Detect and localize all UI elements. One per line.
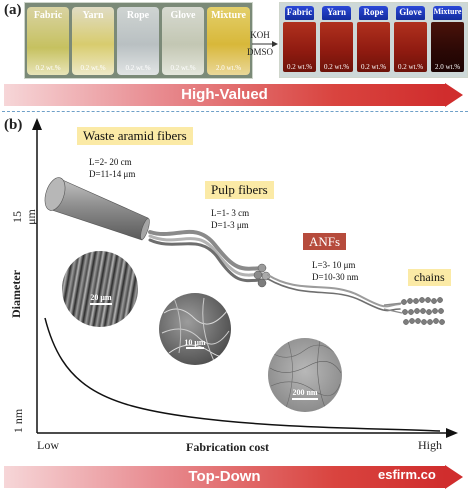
anf-texture bbox=[269, 340, 342, 411]
jar-concentration: 0.2 wt.% bbox=[170, 64, 196, 72]
jar-label: Glove bbox=[170, 10, 196, 21]
jar-rope-after: Rope 0.2 wt.% bbox=[356, 6, 391, 74]
jar-glove-before: Glove 0.2 wt.% bbox=[162, 7, 204, 75]
scale-label: 10 μm bbox=[184, 338, 206, 347]
high-valued-banner bbox=[4, 84, 445, 106]
panel-b-label: (b) bbox=[4, 117, 23, 133]
jar-concentration: 0.2 wt.% bbox=[323, 63, 350, 71]
pulp-fiber-strands bbox=[148, 229, 271, 288]
stage-dims-anfs: L=3- 10 μm D=10-30 nm bbox=[312, 260, 359, 282]
sem-image-pulp-fibers: 10 μm bbox=[159, 293, 231, 365]
jar-rope-before: Rope 0.2 wt.% bbox=[117, 7, 159, 75]
jar-label: Fabric bbox=[286, 7, 313, 17]
reagent-bottom-label: DMSO bbox=[246, 47, 273, 57]
sem-image-anfs: 200 nm bbox=[268, 338, 342, 412]
jar-fabric-after: Fabric 0.2 wt.% bbox=[282, 6, 317, 74]
jar-mixture-after: Mixture 2.0 wt.% bbox=[430, 6, 465, 74]
after-dissolution-photo: Fabric 0.2 wt.% Yarn 0.2 wt.% Rope 0.2 w… bbox=[279, 2, 468, 78]
jar-concentration: 0.2 wt.% bbox=[80, 64, 106, 72]
polymer-chains bbox=[383, 297, 445, 325]
stage-label-chains: chains bbox=[408, 269, 451, 286]
jar-label: Mixture bbox=[211, 10, 246, 21]
jar-label: Rope bbox=[126, 10, 150, 21]
stage-dims-pulp-fibers: L=1- 3 cm D=1-3 μm bbox=[211, 208, 250, 230]
top-down-arrowhead bbox=[445, 465, 463, 489]
watermark: esfirm.co bbox=[378, 467, 436, 482]
stage-dims-waste-aramid: L=2- 20 cm D=11-14 μm bbox=[89, 157, 136, 179]
stage-label-waste-aramid: Waste aramid fibers bbox=[77, 127, 193, 145]
high-valued-arrowhead bbox=[445, 83, 463, 107]
jar-label: Mixture bbox=[433, 7, 462, 16]
scale-bar bbox=[292, 398, 318, 400]
jar-label: Yarn bbox=[82, 10, 104, 21]
jar-cap: Glove bbox=[396, 6, 425, 20]
stage-label-anfs: ANFs bbox=[303, 233, 347, 250]
jar-label: Fabric bbox=[33, 10, 63, 21]
high-valued-label: High-Valued bbox=[181, 86, 268, 103]
x-axis-low-label: Low bbox=[37, 438, 59, 452]
jar-concentration: 2.0 wt.% bbox=[215, 64, 242, 72]
panel-divider bbox=[2, 111, 468, 112]
jar-label: Glove bbox=[399, 7, 422, 17]
jar-mixture-before: Mixture 2.0 wt.% bbox=[207, 7, 250, 75]
before-dissolution-photo: Fabric 0.2 wt.% Yarn 0.2 wt.% Rope 0.2 w… bbox=[24, 2, 253, 79]
jar-cap: Fabric bbox=[285, 6, 314, 20]
jar-concentration: 0.2 wt.% bbox=[397, 63, 424, 71]
aramid-fiber-cone bbox=[44, 177, 150, 241]
jar-cap: Yarn bbox=[322, 6, 351, 20]
sem-image-aramid-fibers: 20 μm bbox=[62, 251, 138, 327]
scale-bar bbox=[90, 303, 112, 305]
jar-concentration: 0.2 wt.% bbox=[360, 63, 387, 71]
jar-yarn-after: Yarn 0.2 wt.% bbox=[319, 6, 354, 74]
y-axis-title: Diameter bbox=[9, 270, 23, 318]
panel-a-label: (a) bbox=[4, 2, 22, 18]
x-axis-high-label: High bbox=[418, 438, 442, 452]
top-down-label: Top-Down bbox=[188, 468, 261, 485]
jar-glove-after: Glove 0.2 wt.% bbox=[393, 6, 428, 74]
y-axis-top-tick: 15 μm bbox=[10, 209, 38, 225]
y-axis-bottom-tick: 1 nm bbox=[11, 408, 25, 434]
jar-label: Yarn bbox=[326, 7, 346, 17]
jar-yarn-before: Yarn 0.2 wt.% bbox=[72, 7, 114, 75]
jar-cap: Mixture bbox=[433, 6, 462, 20]
top-down-banner bbox=[4, 466, 445, 488]
jar-label: Rope bbox=[363, 7, 384, 17]
stage-label-pulp-fibers: Pulp fibers bbox=[205, 181, 274, 199]
jar-concentration: 0.2 wt.% bbox=[286, 63, 313, 71]
jar-concentration: 0.2 wt.% bbox=[35, 64, 61, 72]
jar-cap: Rope bbox=[359, 6, 388, 20]
scale-label: 200 nm bbox=[292, 388, 318, 397]
scale-label: 20 μm bbox=[90, 293, 112, 302]
jar-fabric-before: Fabric 0.2 wt.% bbox=[27, 7, 69, 75]
x-axis-title: Fabrication cost bbox=[186, 440, 269, 454]
scale-bar bbox=[186, 347, 204, 349]
reaction-arrow bbox=[252, 41, 278, 47]
jar-concentration: 0.2 wt.% bbox=[125, 64, 151, 72]
pulp-texture bbox=[161, 297, 230, 362]
reagent-top-label: KOH bbox=[250, 30, 270, 40]
jar-concentration: 2.0 wt.% bbox=[434, 63, 461, 71]
